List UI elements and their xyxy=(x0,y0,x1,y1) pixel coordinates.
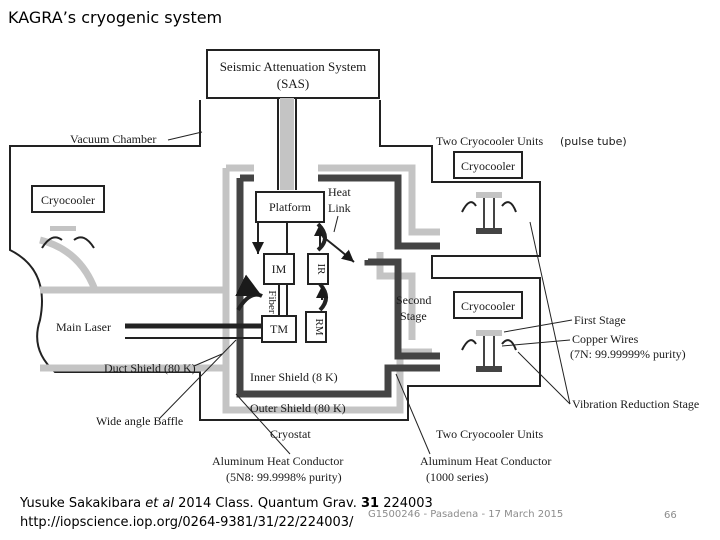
inner-shield xyxy=(236,174,440,398)
vibration-reduction-label: Vibration Reduction Stage xyxy=(572,397,699,411)
alu-right-label-2: (1000 series) xyxy=(426,470,488,484)
cryocooler-right-top: Cryocooler xyxy=(453,151,523,234)
sas-label: Seismic Attenuation System xyxy=(220,59,367,74)
rm-label: RM xyxy=(313,318,325,335)
rm-box xyxy=(305,311,327,343)
ir-label: IR xyxy=(315,264,327,276)
fiber-label: Fiber xyxy=(266,290,278,314)
vacuum-chamber-label: Vacuum Chamber xyxy=(70,132,156,146)
citation-url[interactable]: http://iopscience.iop.org/0264-9381/31/2… xyxy=(20,515,354,530)
heat-link xyxy=(321,235,355,263)
alu-left-label-2: (5N8: 99.9998% purity) xyxy=(226,470,342,484)
heat-link-label-1: Heat xyxy=(328,185,351,199)
ir-box xyxy=(307,253,329,285)
heat-link-label-2: Link xyxy=(328,201,351,215)
im-label: IM xyxy=(272,262,287,276)
platform-box xyxy=(255,191,325,223)
alu-right-label-1: Aluminum Heat Conductor xyxy=(420,454,551,468)
alu-left-label-1: Aluminum Heat Conductor xyxy=(212,454,343,468)
im-box xyxy=(263,253,295,285)
payload-chain: Platform IM IR Fiber TM RM xyxy=(252,191,329,343)
cryocooler-right-bottom-label: Cryocooler xyxy=(461,299,515,313)
outer-shield-label: Outer Shield (80 K) xyxy=(250,401,346,415)
pulse-tube-label: (pulse tube) xyxy=(560,135,627,148)
page-number: 66 xyxy=(664,510,677,521)
platform-label: Platform xyxy=(269,200,312,214)
wide-angle-baffle-label: Wide angle Baffle xyxy=(96,414,183,428)
cryocooler-right-bottom: Cryocooler xyxy=(453,291,523,372)
inner-shield-label: Inner Shield (8 K) xyxy=(250,370,338,384)
duct-shield xyxy=(39,236,226,372)
sas-box: Seismic Attenuation System (SAS) xyxy=(206,49,380,99)
cryocooler-left-label: Cryocooler xyxy=(41,193,95,207)
cryocooler-right-top-label: Cryocooler xyxy=(461,159,515,173)
main-laser-label: Main Laser xyxy=(56,320,111,334)
first-stage-label: First Stage xyxy=(574,313,626,327)
sas-abbrev: (SAS) xyxy=(277,76,310,91)
cryocooler-left: Cryocooler xyxy=(31,185,105,249)
copper-purity-label: (7N: 99.99999% purity) xyxy=(570,347,686,361)
citation-etal: et al xyxy=(145,496,174,511)
citation: Yusuke Sakakibara et al 2014 Class. Quan… xyxy=(20,494,433,532)
citation-volume: 31 xyxy=(360,496,380,511)
citation-number: 224003 xyxy=(379,496,433,511)
two-cryocooler-units-top-label: Two Cryocooler Units xyxy=(436,134,543,148)
citation-journal: 2014 Class. Quantum Grav. xyxy=(174,496,361,511)
cryostat-wall xyxy=(9,100,541,421)
slide-title: KAGRA’s cryogenic system xyxy=(8,8,223,27)
sas-suspension-column xyxy=(277,98,297,190)
tm-label: TM xyxy=(270,322,288,336)
duct-shield-label: Duct Shield (80 K) xyxy=(104,361,196,375)
cryostat-label: Cryostat xyxy=(270,427,311,441)
tm-box xyxy=(261,315,297,343)
two-cryocooler-units-bottom-label: Two Cryocooler Units xyxy=(436,427,543,441)
second-stage-label-1: Second xyxy=(396,293,431,307)
citation-authors: Yusuke Sakakibara xyxy=(20,496,146,511)
citation-reference: Yusuke Sakakibara et al 2014 Class. Quan… xyxy=(20,494,433,513)
second-stage-label-2: Stage xyxy=(400,309,427,323)
document-id: G1500246 - Pasadena - 17 March 2015 xyxy=(368,509,564,520)
copper-wires-label: Copper Wires xyxy=(572,332,639,346)
wide-angle-baffle xyxy=(235,274,263,312)
